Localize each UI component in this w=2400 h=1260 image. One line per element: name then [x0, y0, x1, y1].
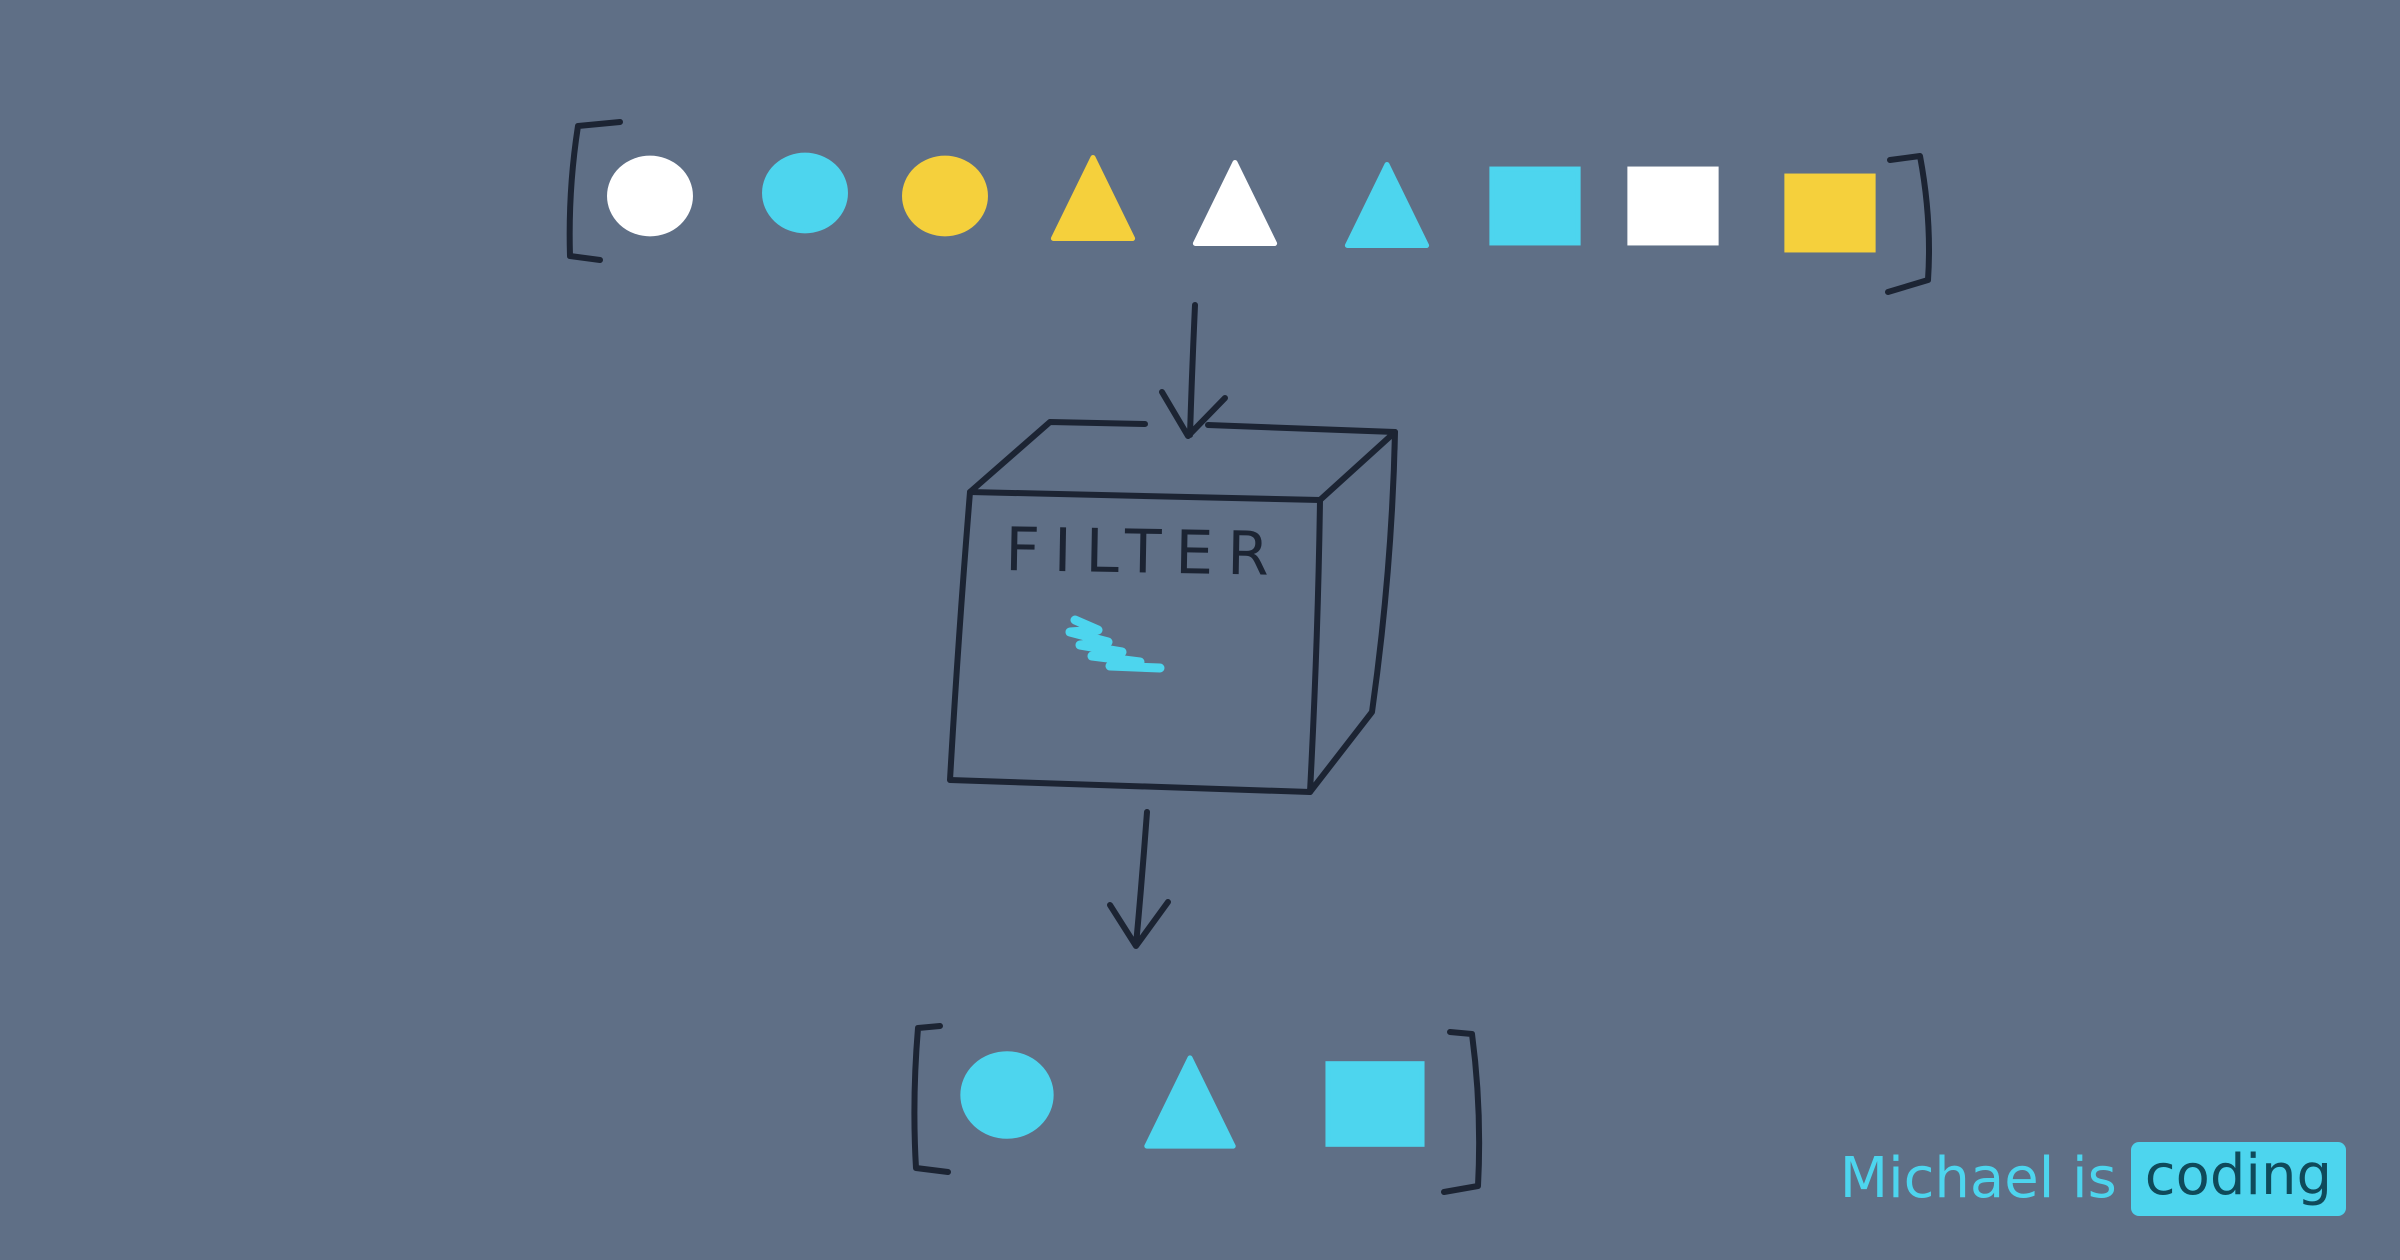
- output-arrow: [1107, 809, 1171, 949]
- brand-tag: coding: [2130, 1142, 2346, 1216]
- cyan-circle-icon: [762, 152, 848, 234]
- input-items: [607, 152, 1876, 253]
- input-left-bracket: [566, 119, 623, 263]
- yellow-triangle-icon: [1050, 155, 1136, 241]
- cyan-circle-icon: [960, 1051, 1054, 1139]
- input-arrow: [1159, 302, 1228, 439]
- cyan-square-icon: [1325, 1061, 1425, 1147]
- cyan-triangle-icon: [1144, 1055, 1236, 1149]
- output-right-bracket: [1441, 1029, 1483, 1195]
- brand-watermark: Michael is coding: [1840, 1142, 2346, 1216]
- output-items: [960, 1051, 1425, 1149]
- white-square-icon: [1627, 166, 1719, 246]
- filter-label: FILTER: [1005, 515, 1284, 590]
- output-left-bracket: [911, 1023, 951, 1175]
- cyan-triangle-icon: [1344, 162, 1430, 248]
- input-right-bracket: [1885, 153, 1932, 295]
- yellow-square-icon: [1784, 173, 1876, 253]
- white-triangle-icon: [1192, 160, 1278, 246]
- filter-condition-scribble: [1065, 615, 1165, 673]
- filter-box: [947, 419, 1398, 795]
- brand-name: Michael is: [1839, 1146, 2117, 1211]
- yellow-circle-icon: [902, 155, 988, 237]
- white-circle-icon: [607, 155, 693, 237]
- cyan-square-icon: [1489, 166, 1581, 246]
